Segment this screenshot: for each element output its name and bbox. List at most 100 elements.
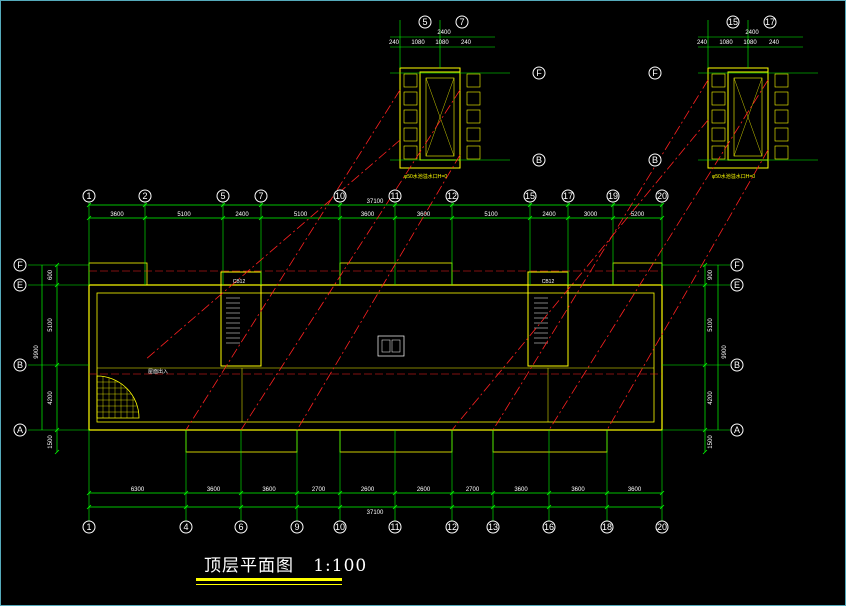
bottom-axis-bubble-18-circle [600, 520, 614, 534]
tick [659, 490, 665, 496]
top-dim-9: 5200 [631, 212, 645, 218]
right-detail-cell [774, 73, 789, 88]
bottom-dim-7: 3600 [514, 487, 528, 493]
left-detail-tank [425, 77, 455, 157]
roof-hatch-center [377, 335, 405, 357]
right-detail-note: φ50水池溢水口H=0 [712, 173, 755, 180]
tick [392, 202, 398, 208]
bottom-axis-bubble-4-label: 4 [183, 522, 188, 532]
right-detail-cell [711, 127, 726, 142]
bottom-dim-8: 3600 [571, 487, 585, 493]
tick [565, 202, 571, 208]
left-detail-cell [403, 145, 418, 160]
tick [490, 504, 496, 510]
left-detail-cell [466, 145, 481, 160]
tick [392, 504, 398, 510]
tick [610, 215, 616, 221]
tick [238, 504, 244, 510]
top-dim-5: 3600 [417, 212, 431, 218]
right-row-bubble-B-label: B [734, 360, 740, 370]
left-detail-subdim-1: 1080 [411, 40, 425, 46]
bottom-axis-bubble-16-circle [542, 520, 556, 534]
hatch-label: 屋面出入 [148, 368, 168, 375]
tick [449, 202, 455, 208]
bottom-dim-3: 2700 [312, 487, 326, 493]
top-axis-bubble-7-circle [254, 189, 268, 203]
top-dim-4: 3600 [361, 212, 375, 218]
tick [142, 215, 148, 221]
parapet-right [612, 262, 663, 286]
bottom-dim-2: 3600 [262, 487, 276, 493]
tick [183, 490, 189, 496]
stair-label-left: CB12 [233, 279, 246, 285]
left-detail-row-F-label: F [536, 68, 542, 78]
right-detail-tank [733, 77, 763, 157]
top-axis-bubble-19-label: 19 [608, 191, 618, 201]
right-row-bubble-E-circle [730, 278, 744, 292]
tick [258, 202, 264, 208]
left-detail-axis-7-circle [455, 15, 469, 29]
balcony-2 [339, 429, 453, 453]
plan-title-name: 顶层平面图 [204, 556, 294, 576]
top-axis-bubble-10-circle [333, 189, 347, 203]
left-detail-cell [466, 127, 481, 142]
stair-label-right: CB12 [542, 279, 555, 285]
tick [702, 427, 708, 433]
tick [392, 215, 398, 221]
balcony-1 [185, 429, 298, 453]
top-dim-2: 2400 [235, 212, 249, 218]
parapet-left [88, 262, 148, 286]
top-axis-bubble-11-circle [388, 189, 402, 203]
bottom-axis-bubble-13-label: 13 [488, 522, 498, 532]
projection-line-0 [185, 89, 401, 431]
tick [54, 282, 60, 288]
top-dim-3: 5100 [294, 212, 308, 218]
bottom-axis-bubble-16-label: 16 [544, 522, 554, 532]
right-detail-cell [774, 145, 789, 160]
right-dim-small-2: 1500 [708, 435, 714, 449]
right-dim-upper: 5100 [708, 318, 714, 332]
right-detail-cell [711, 109, 726, 124]
left-detail-cell [466, 73, 481, 88]
right-detail-row-B-label: B [652, 155, 658, 165]
right-detail-cell [774, 127, 789, 142]
tick [54, 427, 60, 433]
bottom-axis-bubble-10-circle [333, 520, 347, 534]
left-dim-lower: 4200 [48, 391, 54, 405]
bottom-dim-9: 3600 [628, 487, 642, 493]
right-detail-cell [711, 91, 726, 106]
right-detail-top-dim: 2400 [745, 30, 759, 36]
tick [702, 449, 708, 455]
bottom-axis-bubble-6-circle [234, 520, 248, 534]
bottom-dim-1: 3600 [207, 487, 221, 493]
roof-hatch-b [391, 339, 401, 353]
tick [86, 202, 92, 208]
right-dim-small-1: 900 [708, 269, 714, 280]
top-axis-bubble-17-circle [561, 189, 575, 203]
right-dim-total: 9900 [722, 345, 728, 359]
top-axis-bubble-15-circle [523, 189, 537, 203]
top-axis-bubble-5-circle [216, 189, 230, 203]
right-detail-row-F-circle [648, 66, 662, 80]
projection-line-1 [240, 89, 461, 431]
bottom-axis-bubble-10-label: 10 [335, 522, 345, 532]
tick [702, 362, 708, 368]
tick [337, 215, 343, 221]
tick [527, 215, 533, 221]
right-dim-lower: 4200 [708, 391, 714, 405]
top-axis-bubble-7-label: 7 [258, 191, 263, 201]
left-dim-total: 9900 [34, 345, 40, 359]
tick [659, 504, 665, 510]
left-row-bubble-B-circle [13, 358, 27, 372]
left-detail-cell [403, 91, 418, 106]
left-detail-subdim-2: 1080 [435, 40, 449, 46]
tick [527, 202, 533, 208]
top-axis-bubble-19-circle [606, 189, 620, 203]
tick [238, 490, 244, 496]
tick [565, 215, 571, 221]
left-dim-small-2: 1500 [48, 435, 54, 449]
tick [449, 215, 455, 221]
tick [604, 504, 610, 510]
left-detail-subdim-0: 240 [389, 40, 400, 46]
bottom-axis-bubble-20-label: 20 [657, 522, 667, 532]
